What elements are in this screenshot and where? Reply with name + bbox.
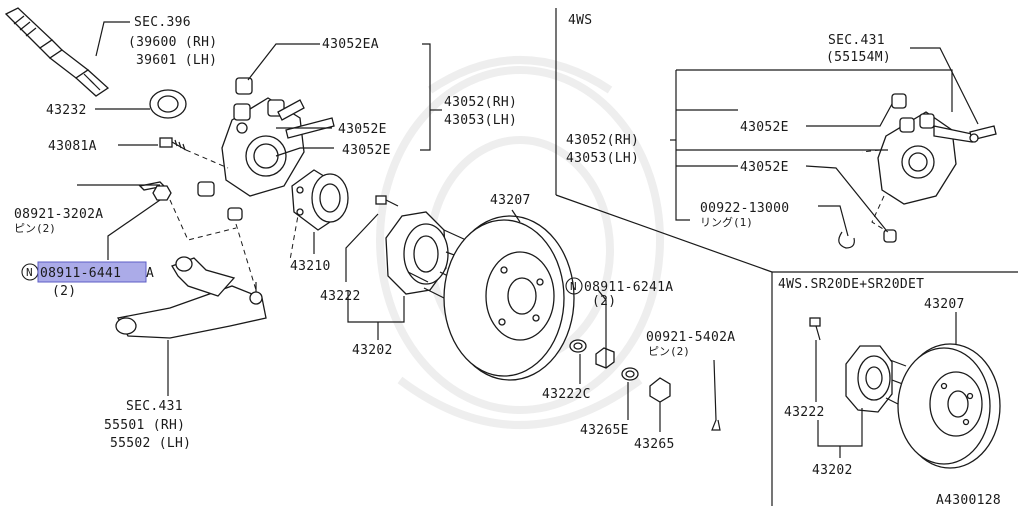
label-43210: 43210 — [290, 259, 331, 274]
label-sr20de-43202: 43202 — [812, 463, 853, 478]
section-dividers — [555, 8, 1018, 506]
label-08921-3202a: 08921-3202A — [14, 207, 103, 222]
bolt-43081a — [159, 137, 187, 151]
label-43232: 43232 — [46, 103, 87, 118]
label-4ws-sec431: SEC.431 — [828, 33, 885, 48]
main-labels: SEC.396 (39600 (RH) 39601 (LH) 43232 430… — [14, 15, 735, 452]
label-43053-lh: 43053(LH) — [444, 113, 517, 128]
label-4ws-ring: リング(1) — [700, 215, 753, 229]
label-sr20de-43222: 43222 — [784, 405, 825, 420]
label-pin-2b: ピン(2) — [648, 345, 690, 358]
label-43081a: 43081A — [48, 139, 97, 154]
label-qty-2b: (2) — [592, 294, 616, 309]
label-4ws-00922-13000: 00922-13000 — [700, 201, 789, 216]
label-pin-2: ピン(2) — [14, 222, 56, 235]
label-43265e: 43265E — [580, 423, 629, 438]
small-parts — [569, 339, 721, 431]
label-43207: 43207 — [490, 193, 531, 208]
castle-nut — [152, 185, 172, 201]
highlighted-part-number — [37, 261, 147, 283]
label-43052ea: 43052EA — [322, 37, 379, 52]
label-39600-rh: (39600 (RH) — [128, 35, 217, 50]
label-qty-2: (2) — [52, 284, 76, 299]
label-43222: 43222 — [320, 289, 361, 304]
figure-id: A4300128 — [936, 493, 1001, 508]
label-4ws-43052e-1: 43052E — [740, 120, 789, 135]
label-08911-6241a: 08911-6241A — [584, 280, 673, 295]
leader-lines — [77, 21, 661, 432]
label-4ws-55154m: (55154M) — [826, 50, 891, 65]
label-43052e-1: 43052E — [338, 122, 387, 137]
label-4ws-43052-rh: 43052(RH) — [566, 133, 639, 148]
inset-4ws-title: 4WS — [568, 13, 592, 28]
label-sec396: SEC.396 — [134, 15, 191, 30]
label-43222c: 43222C — [542, 387, 591, 402]
inset-sr20de-title: 4WS.SR20DE+SR20DET — [778, 277, 924, 292]
inset-4ws-sr20de: 4WS.SR20DE+SR20DET 43207 43222 43202 — [778, 277, 1001, 478]
inset-4ws: 4WS SEC.431 (55154M) 43052(RH) 43053(LH)… — [566, 13, 997, 249]
label-sr20de-43207: 43207 — [924, 297, 965, 312]
label-4ws-43053-lh: 43053(LH) — [566, 151, 639, 166]
lower-arm — [115, 256, 267, 339]
brake-disc — [443, 215, 575, 381]
rear-knuckle — [197, 77, 335, 221]
n-mark-text: N — [570, 280, 577, 293]
label-39601-lh: 39601 (LH) — [136, 53, 217, 68]
label-55502-lh: 55502 (LH) — [110, 436, 191, 451]
drive-shaft — [4, 7, 110, 97]
n-mark-icon — [565, 277, 583, 295]
label-43052-rh: 43052(RH) — [444, 95, 517, 110]
label-sec431: SEC.431 — [126, 399, 183, 414]
label-08911-6441-suffix: A — [146, 266, 154, 281]
label-43265: 43265 — [634, 437, 675, 452]
n-mark-text: N — [26, 266, 33, 279]
label-43202: 43202 — [352, 343, 393, 358]
label-08911-6441: 08911-6441 — [40, 266, 121, 281]
hub-bearing — [291, 169, 349, 231]
label-4ws-43052e-2: 43052E — [740, 160, 789, 175]
label-55501-rh: 55501 (RH) — [104, 418, 185, 433]
label-00921-5402a: 00921-5402A — [646, 330, 735, 345]
label-43052e-2: 43052E — [342, 143, 391, 158]
grease-seal — [149, 89, 187, 119]
